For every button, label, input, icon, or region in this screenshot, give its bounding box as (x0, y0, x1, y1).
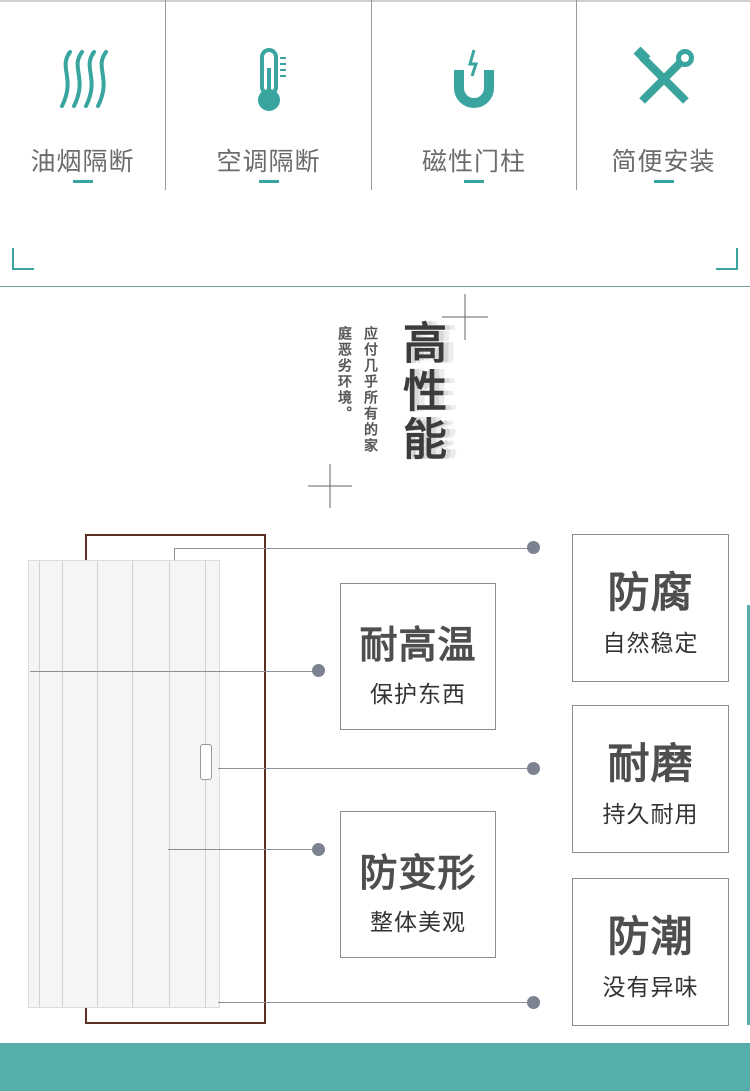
feature-label: 简便安装 (611, 147, 716, 176)
feature-dash (653, 180, 674, 183)
feature-magnet: 磁性门柱 (372, 0, 576, 190)
feature-dash (258, 180, 279, 183)
smoke-waves-icon (59, 50, 108, 108)
box-title: 防变形 (359, 851, 477, 895)
feature-box-moisture: 防潮 没有异味 (572, 878, 729, 1026)
feature-label: 磁性门柱 (421, 147, 526, 176)
feature-ac: 空调隔断 (166, 0, 371, 190)
corner-mark-left (12, 248, 34, 270)
magnet-icon (454, 49, 494, 108)
box-subtitle: 整体美观 (370, 910, 466, 936)
feature-box-deform: 防变形 整体美观 (340, 811, 496, 958)
corner-mark-right (716, 248, 738, 270)
section-divider (0, 286, 750, 287)
feature-label: 油烟隔断 (30, 147, 135, 176)
leader-dot (527, 541, 540, 554)
box-subtitle: 没有异味 (602, 975, 699, 1001)
leader-line (168, 849, 320, 850)
crosshair-icon (442, 294, 488, 340)
thermometer-icon (257, 48, 286, 111)
box-title: 耐磨 (607, 739, 694, 788)
box-subtitle: 自然稳定 (602, 631, 699, 657)
feature-oil-smoke: 油烟隔断 (0, 0, 165, 190)
accent-edge (747, 605, 750, 1025)
leader-line (30, 671, 320, 672)
leader-line (174, 548, 534, 549)
bottom-band (0, 1043, 750, 1091)
feature-label: 空调隔断 (216, 147, 321, 176)
crosshair-icon (308, 464, 352, 508)
feature-dash (464, 180, 484, 183)
leader-line (218, 1002, 534, 1003)
top-border (0, 0, 750, 2)
tools-icon (633, 46, 694, 104)
box-title: 防潮 (607, 912, 694, 961)
box-title: 耐高温 (359, 623, 477, 667)
feature-dash (72, 180, 93, 183)
box-title: 防腐 (607, 568, 694, 617)
feature-install: 简便安装 (577, 0, 750, 190)
leader-dot (527, 762, 540, 775)
feature-box-heat: 耐高温 保护东西 (340, 583, 496, 730)
leader-dot (312, 843, 325, 856)
hero-title: 高性能 (395, 320, 446, 464)
leader-line (174, 548, 175, 560)
divider (165, 0, 166, 190)
box-subtitle: 持久耐用 (602, 802, 699, 828)
leader-line (218, 768, 534, 769)
leader-dot (312, 664, 325, 677)
hero-line-2: 庭恶劣环境。 (336, 326, 352, 422)
leader-dot (527, 996, 540, 1009)
hero-line-1: 应付几乎所有的家 (362, 326, 378, 454)
feature-box-anticorrosion: 防腐 自然稳定 (572, 534, 729, 682)
feature-box-wear: 耐磨 持久耐用 (572, 705, 729, 853)
divider (576, 0, 577, 190)
box-subtitle: 保护东西 (370, 682, 466, 708)
divider (371, 0, 372, 190)
folding-door (28, 560, 220, 1008)
door-handle (200, 744, 212, 780)
